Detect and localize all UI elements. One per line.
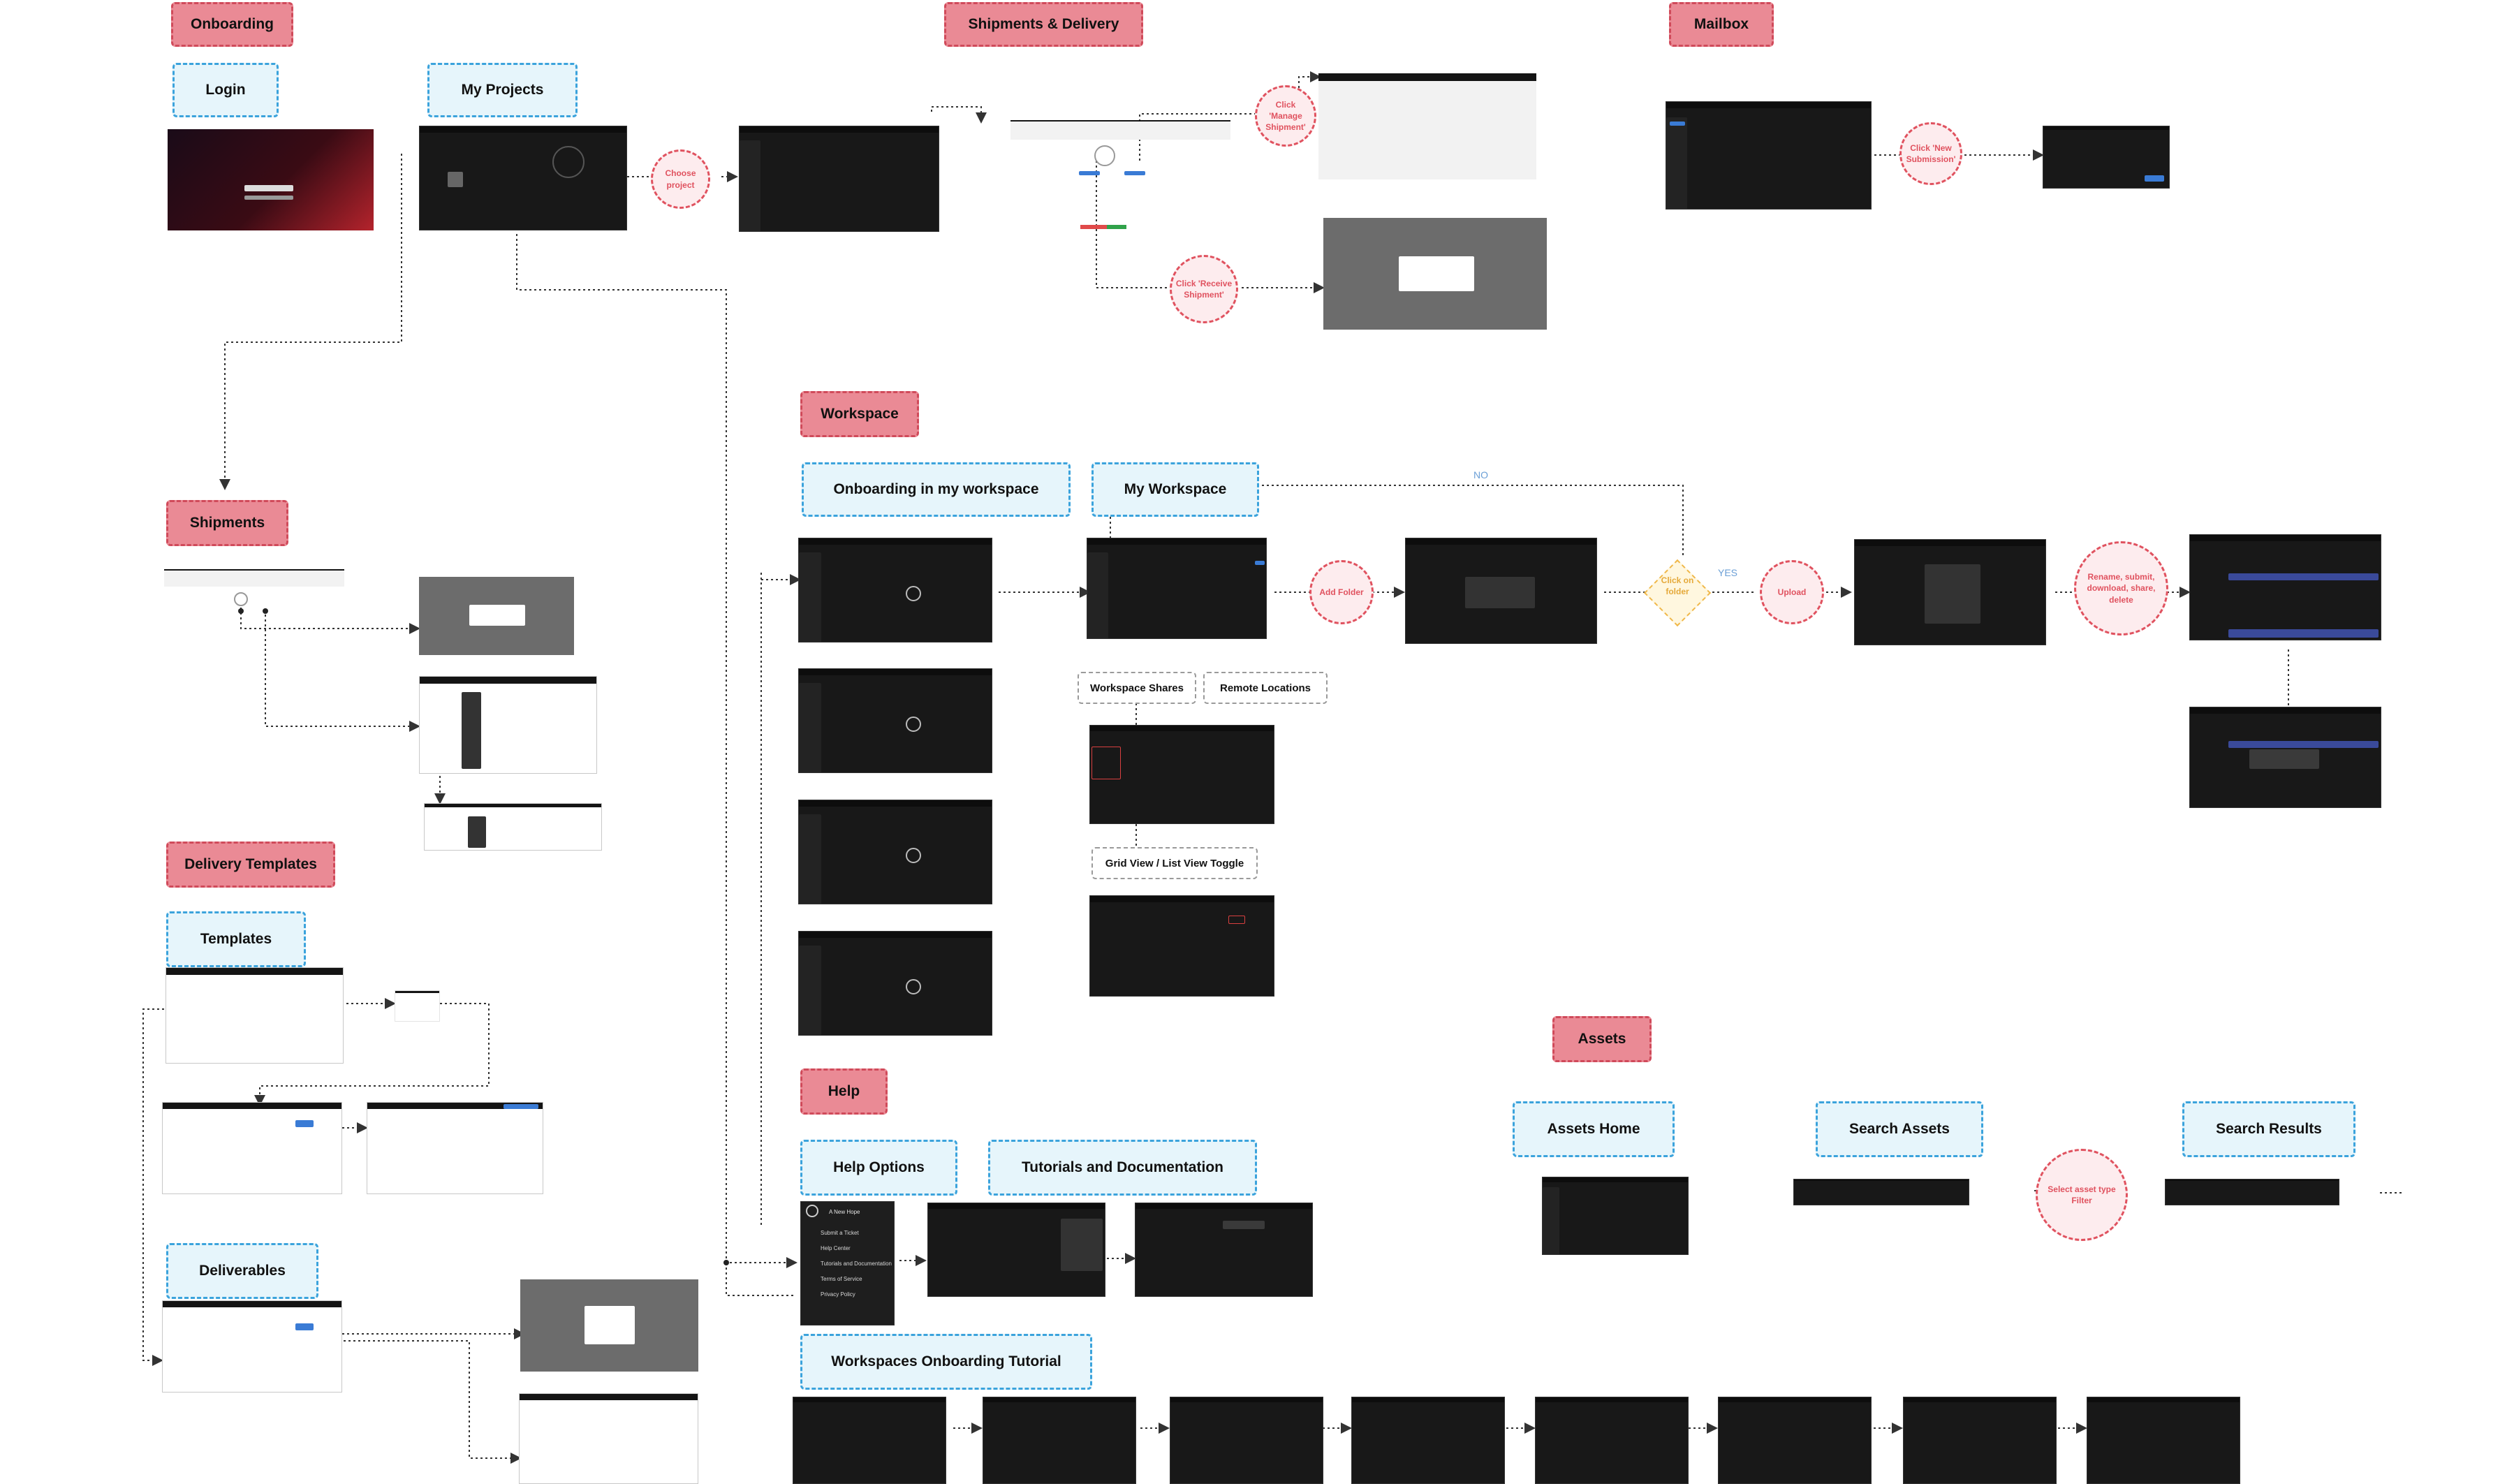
subsection-login: Login [172, 63, 279, 117]
section-mailbox: Mailbox [1669, 2, 1774, 47]
screen-template-menu [395, 990, 440, 1022]
action-upload: Upload [1760, 560, 1824, 624]
subsection-workspaces-tutorial: Workspaces Onboarding Tutorial [800, 1334, 1092, 1390]
action-new-submission: Click 'New Submission' [1899, 122, 1962, 185]
screen-upload [1854, 539, 2046, 645]
action-rename-etc: Rename, submit, download, share, delete [2074, 541, 2168, 636]
screen-tutorial-4 [1351, 1397, 1505, 1484]
screen-project-home [739, 126, 939, 232]
screen-folder-contents [2189, 534, 2381, 640]
decision-yes: YES [1718, 567, 1738, 578]
screen-tutorial-1 [793, 1397, 946, 1484]
help-menu: A New Hope Submit a Ticket Help Center T… [800, 1201, 895, 1325]
screen-workspace-shares [1089, 725, 1274, 824]
screen-tutorial-2 [983, 1397, 1136, 1484]
screen-template-detail [367, 1102, 543, 1194]
subsection-my-workspace: My Workspace [1091, 462, 1259, 517]
subsection-search-results: Search Results [2182, 1101, 2355, 1157]
section-workspace: Workspace [800, 391, 919, 437]
action-add-folder: Add Folder [1309, 560, 1374, 624]
screen-add-folder [1405, 538, 1597, 644]
shipment-button-1 [1079, 171, 1100, 175]
screen-templates-list [166, 967, 344, 1064]
screen-mailbox [1666, 101, 1872, 210]
label-grid-list-toggle: Grid View / List View Toggle [1091, 847, 1258, 879]
screen-ws-onboard-2 [798, 668, 992, 773]
action-choose-project: Choose project [651, 149, 710, 209]
section-help: Help [800, 1068, 888, 1115]
subsection-deliverables: Deliverables [166, 1243, 318, 1299]
screen-tutorial-5 [1535, 1397, 1689, 1484]
screen-shipment-modal [419, 577, 574, 655]
screen-tutorial-3 [1170, 1397, 1323, 1484]
help-icon[interactable] [806, 1205, 818, 1217]
subsection-help-options: Help Options [800, 1140, 957, 1196]
shipment-button-2 [1124, 171, 1145, 175]
screen-search-results [2165, 1179, 2339, 1205]
shipments-list-icon [234, 592, 248, 606]
screen-my-workspace [1087, 538, 1267, 639]
subsection-templates: Templates [166, 911, 306, 967]
screen-tutorial-7 [1903, 1397, 2057, 1484]
screen-template-edit [162, 1102, 342, 1194]
action-manage-shipment: Click 'Manage Shipment' [1255, 85, 1316, 147]
help-menu-item[interactable]: Privacy Policy [821, 1291, 855, 1298]
screen-shipment-details [419, 676, 597, 774]
decision-click-folder: Click on folder [1661, 575, 1694, 597]
screen-shipments-bar [1010, 120, 1230, 140]
help-menu-item[interactable]: Tutorials and Documentation [821, 1261, 892, 1267]
action-receive-shipment: Click 'Receive Shipment' [1170, 255, 1238, 323]
section-shipments: Shipments [166, 500, 288, 546]
screen-shipments-list [164, 569, 344, 587]
section-onboarding: Onboarding [171, 2, 293, 47]
action-select-filter: Select asset type Filter [2036, 1149, 2128, 1241]
help-menu-item[interactable]: Terms of Service [821, 1276, 862, 1282]
screen-search-assets [1793, 1179, 1969, 1205]
screen-help-center [927, 1203, 1105, 1297]
label-workspace-shares: Workspace Shares [1078, 672, 1196, 704]
screen-ws-onboard-1 [798, 538, 992, 642]
subsection-tutorials-docs: Tutorials and Documentation [988, 1140, 1257, 1196]
help-menu-item[interactable]: Submit a Ticket [821, 1230, 859, 1236]
screen-shipment-item [424, 803, 602, 851]
subsection-my-projects: My Projects [427, 63, 578, 117]
screen-grid-list-view [1089, 895, 1274, 997]
shipment-icon [1094, 145, 1115, 166]
screen-my-projects [419, 126, 627, 230]
help-menu-item[interactable]: Help Center [821, 1245, 851, 1251]
screen-tutorial-8 [2087, 1397, 2240, 1484]
label-remote-locations: Remote Locations [1203, 672, 1328, 704]
screen-login [168, 129, 374, 230]
subsection-onboarding-workspace: Onboarding in my workspace [802, 462, 1071, 517]
help-menu-header: A New Hope [829, 1209, 860, 1215]
screen-ws-onboard-3 [798, 800, 992, 904]
section-shipments-delivery: Shipments & Delivery [944, 2, 1143, 47]
screen-tutorial-6 [1718, 1397, 1872, 1484]
screen-assets-home [1542, 1177, 1689, 1255]
screen-manage-shipment [1318, 73, 1536, 179]
section-assets: Assets [1552, 1016, 1652, 1062]
screen-folder-actions [2189, 707, 2381, 808]
subsection-search-assets: Search Assets [1816, 1101, 1983, 1157]
screen-deliverable-form [519, 1393, 698, 1484]
screen-deliverable-modal [520, 1279, 698, 1372]
screen-deliverables [162, 1300, 342, 1393]
section-delivery-templates: Delivery Templates [166, 842, 335, 888]
decision-no: NO [1473, 469, 1488, 480]
subsection-assets-home: Assets Home [1513, 1101, 1675, 1157]
screen-receive-shipment [1323, 218, 1547, 330]
screen-new-submission [2043, 126, 2170, 189]
screen-ws-onboard-4 [798, 931, 992, 1036]
screen-tutorials [1135, 1203, 1313, 1297]
